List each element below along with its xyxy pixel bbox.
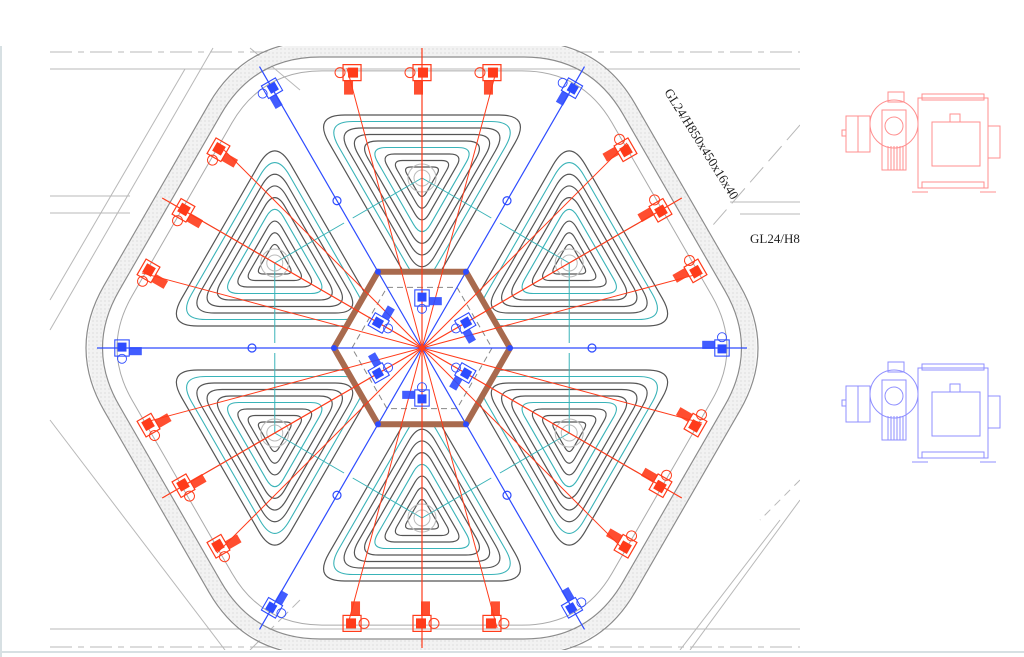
blue-node — [375, 268, 381, 275]
hub-blue-drive-unit — [367, 352, 394, 385]
storage-sector — [470, 150, 669, 343]
blue-node — [331, 345, 337, 351]
red-radial-line — [421, 142, 628, 349]
red-drive-unit — [482, 601, 510, 632]
hub-blue-drive-unit — [367, 305, 395, 335]
red-drive-unit — [605, 528, 638, 559]
red-drive-unit — [136, 412, 172, 442]
blue-node — [507, 345, 513, 351]
storage-sector — [175, 150, 374, 343]
blue-drive-unit — [260, 590, 289, 619]
storage-sector — [175, 353, 374, 546]
winch-drum-frame — [917, 97, 989, 189]
red-radial-line — [421, 347, 498, 629]
blue-node — [375, 421, 381, 428]
drum — [931, 121, 981, 167]
hub-blue-drive-unit — [449, 361, 477, 391]
blue-drive-unit — [257, 77, 284, 109]
red-drive-unit — [672, 254, 708, 284]
blue-radial-line — [421, 66, 586, 349]
red-drive-unit — [640, 467, 673, 499]
blue-node — [247, 343, 257, 353]
blue-radial-line — [421, 347, 586, 630]
red-radial-line — [141, 272, 423, 349]
red-drive-unit — [206, 533, 242, 563]
blue-radial-line — [258, 66, 423, 349]
blue-radial-line — [258, 347, 423, 630]
red-drive-unit — [171, 197, 204, 229]
blue-drive-unit — [114, 339, 142, 364]
red-drive-unit — [637, 194, 673, 223]
storage-sector — [470, 353, 669, 546]
red-drive-unit — [602, 133, 638, 163]
red-drive-unit — [334, 64, 362, 95]
legend-drive-unit-blue — [841, 361, 1001, 463]
blue-node — [463, 421, 469, 428]
blue-drive-unit — [702, 332, 730, 357]
blue-node — [502, 490, 512, 500]
red-drive-unit — [474, 64, 502, 95]
gearbox-housing — [869, 99, 919, 149]
bottom-border — [0, 651, 1024, 653]
red-drive-unit — [171, 473, 207, 502]
red-drive-unit — [675, 407, 708, 438]
blue-node — [502, 196, 512, 206]
blue-node — [587, 343, 597, 353]
hub-blue-drive-unit — [450, 311, 477, 344]
beam-spec-label-truncated: GL24/H8 — [750, 231, 800, 246]
blue-drive-unit — [560, 587, 587, 619]
hub-blue-drive-unit — [414, 289, 442, 314]
drum — [931, 391, 981, 437]
gearbox-housing — [869, 369, 919, 419]
red-drive-unit — [206, 137, 239, 168]
legend-drive-unit-red — [841, 91, 1001, 193]
red-drive-unit — [404, 64, 432, 95]
red-drive-unit — [136, 258, 169, 289]
blue-node — [332, 490, 342, 500]
drive-units — [114, 64, 730, 632]
outer-track — [85, 46, 759, 650]
red-radial-line — [421, 347, 703, 424]
left-border — [0, 46, 2, 657]
red-radial-line — [346, 67, 423, 349]
blue-drive-unit — [555, 77, 584, 106]
red-radial-line — [216, 347, 423, 554]
blue-node — [332, 196, 342, 206]
center-point — [419, 345, 425, 351]
blue-node — [463, 268, 469, 275]
red-drive-unit — [412, 601, 440, 632]
winch-drum-frame — [917, 367, 989, 459]
hub-blue-drive-unit — [402, 382, 430, 407]
red-drive-unit — [342, 601, 370, 632]
